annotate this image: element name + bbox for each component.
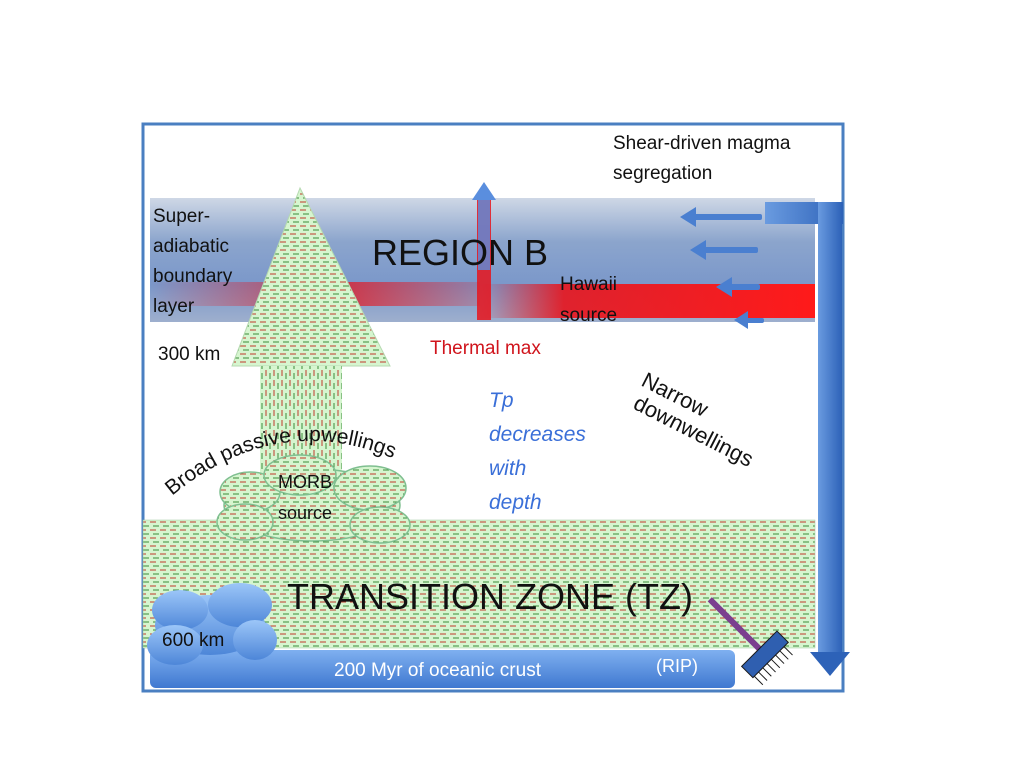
rip-label: (RIP) xyxy=(656,656,698,676)
depth-300-label: 300 km xyxy=(158,344,221,365)
broom-icon xyxy=(707,597,793,686)
return-arrow-head xyxy=(810,652,850,676)
up-arrow-head xyxy=(472,182,496,200)
morb-line2: source xyxy=(278,503,333,523)
hawaii-line1: Hawaii xyxy=(560,274,618,295)
super-adiabatic-line3: boundary xyxy=(153,266,233,287)
return-arrow-shaft xyxy=(818,202,842,652)
thermal-max-label: Thermal max xyxy=(430,338,541,359)
morb-cloud xyxy=(216,454,411,544)
morb-line1: MORB xyxy=(278,472,332,492)
tp-line1: Tp xyxy=(489,389,514,412)
vertical-blue-stem xyxy=(478,200,490,270)
super-adiabatic-line1: Super- xyxy=(153,206,211,227)
transition-zone-title: TRANSITION ZONE (TZ) xyxy=(287,576,693,617)
tp-line3: with xyxy=(489,457,527,480)
region-b-title: REGION B xyxy=(372,232,549,273)
shear-label-line1: Shear-driven magma xyxy=(613,133,791,154)
oceanic-crust-band xyxy=(150,650,735,688)
super-adiabatic-line2: adiabatic xyxy=(153,236,230,257)
bottom-left-cloud xyxy=(147,583,277,665)
super-adiabatic-line4: layer xyxy=(153,296,195,317)
tp-line4: depth xyxy=(489,491,542,514)
hawaii-line2: source xyxy=(560,305,618,326)
diagram-frame xyxy=(141,122,845,693)
shear-label-line2: segregation xyxy=(613,163,713,184)
shear-arrows xyxy=(680,207,764,329)
thermal-red-layer-right xyxy=(480,284,815,318)
depth-600-label: 600 km xyxy=(162,630,225,651)
tp-line2: decreases xyxy=(489,423,586,446)
oceanic-crust-label: 200 Myr of oceanic crust xyxy=(334,660,541,681)
